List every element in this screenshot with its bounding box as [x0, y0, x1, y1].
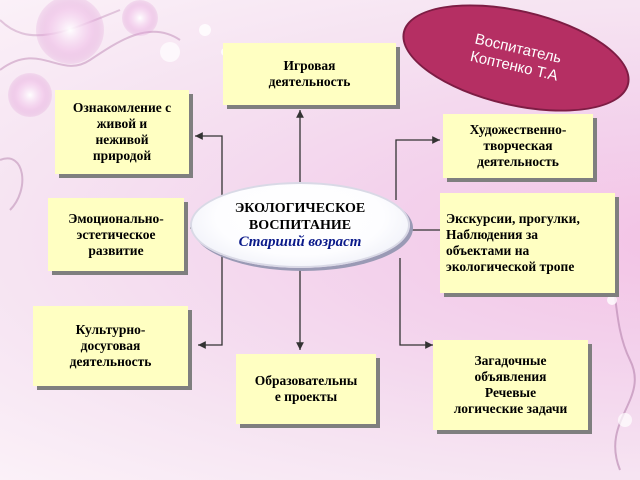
box-excursions-text: Экскурсии, прогулки, Наблюдения за объек… — [446, 211, 580, 274]
center-node: ЭКОЛОГИЧЕСКОЕ ВОСПИТАНИЕ Старший возраст — [190, 182, 410, 268]
center-title-line2: ВОСПИТАНИЕ — [248, 217, 352, 233]
box-art-creative-text: Художественно- творческая деятельность — [469, 122, 567, 169]
box-cultural-leisure-text: Культурно- досуговая деятельность — [69, 322, 152, 369]
box-game-activity: Игровая деятельность — [223, 43, 396, 105]
box-game-activity-text: Игровая деятельность — [268, 58, 351, 89]
box-emotional-development-text: Эмоционально- эстетическое развитие — [68, 210, 164, 258]
box-educational-projects-text: Образовательны е проекты — [254, 373, 358, 404]
box-art-creative: Художественно- творческая деятельность — [443, 114, 593, 178]
box-nature-acquaintance-text: Ознакомление с живой и неживой природой — [72, 100, 172, 163]
box-riddles: Загадочные объявления Речевые логические… — [433, 340, 588, 430]
box-excursions: Экскурсии, прогулки, Наблюдения за объек… — [440, 193, 615, 293]
box-emotional-development: Эмоционально- эстетическое развитие — [48, 198, 184, 271]
center-title-line1: ЭКОЛОГИЧЕСКОЕ — [234, 200, 366, 216]
center-subtitle: Старший возраст — [238, 233, 362, 250]
box-cultural-leisure: Культурно- досуговая деятельность — [33, 306, 188, 386]
box-riddles-text: Загадочные объявления Речевые логические… — [453, 353, 568, 416]
box-nature-acquaintance: Ознакомление с живой и неживой природой — [55, 90, 189, 174]
author-text: Воспитатель Коптенко Т.А — [468, 30, 563, 85]
box-educational-projects: Образовательны е проекты — [236, 354, 376, 424]
